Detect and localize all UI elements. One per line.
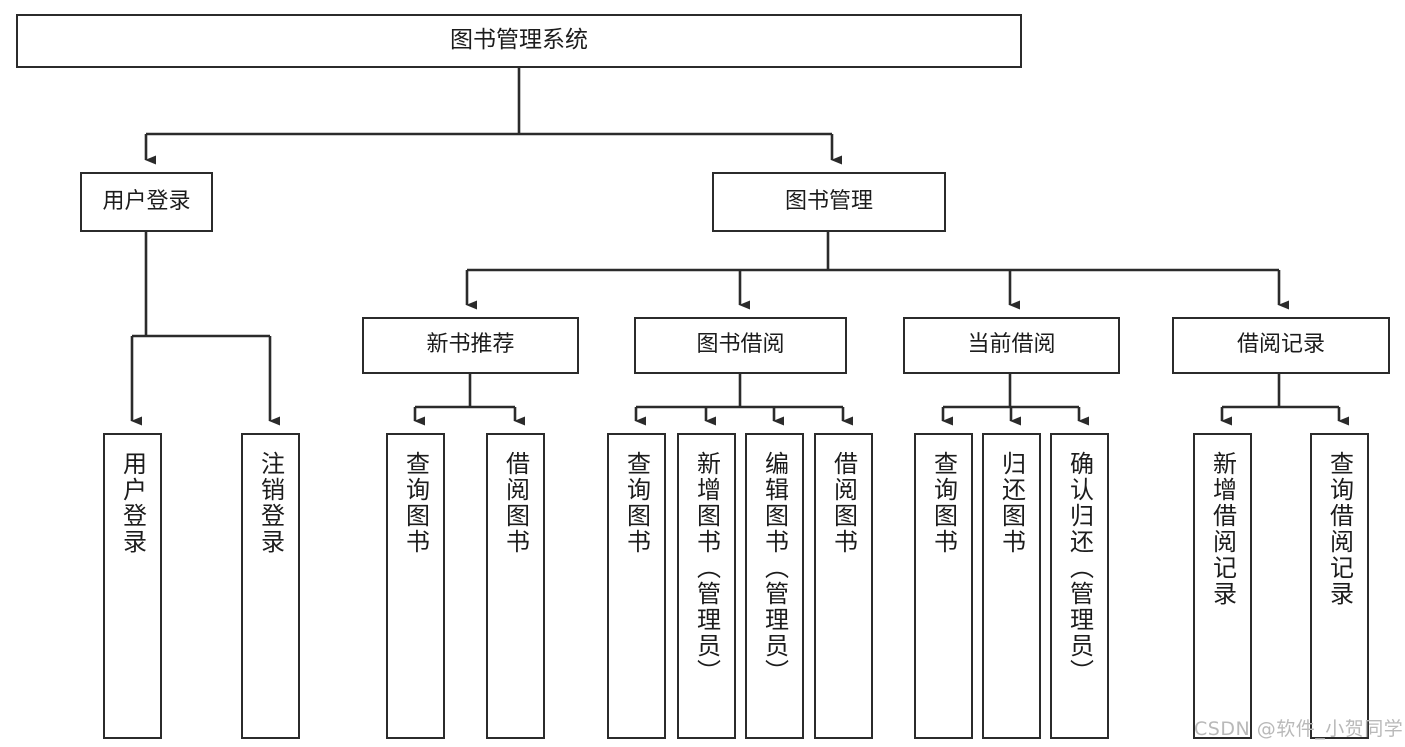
leaf-record-add-borrow-record[interactable]: 新增借阅记录	[1193, 433, 1252, 739]
node-label: 图书管理	[784, 188, 873, 214]
leaf-user-login-login[interactable]: 用户登录	[103, 433, 162, 739]
node-label: 注销登录	[256, 451, 285, 555]
node-label: 查询借阅记录	[1325, 451, 1354, 607]
node-new-book-recommend[interactable]: 新书推荐	[362, 317, 579, 374]
node-book-management[interactable]: 图书管理	[712, 172, 946, 232]
node-label: 借阅记录	[1236, 332, 1325, 358]
node-label: 用户登录	[102, 188, 191, 214]
node-label: 图书管理系统	[450, 27, 588, 54]
leaf-borrow-borrow-book[interactable]: 借阅图书	[814, 433, 873, 739]
leaf-borrow-query-book[interactable]: 查询图书	[607, 433, 666, 739]
node-label: 新增图书（管理员）	[692, 451, 721, 685]
node-label: 查询图书	[929, 451, 958, 555]
leaf-borrow-add-book-admin[interactable]: 新增图书（管理员）	[677, 433, 736, 739]
node-label: 新增借阅记录	[1208, 451, 1237, 607]
node-label: 借阅图书	[829, 451, 858, 555]
node-label: 确认归还（管理员）	[1065, 451, 1094, 685]
node-root-library-system[interactable]: 图书管理系统	[16, 14, 1022, 68]
leaf-current-query-book[interactable]: 查询图书	[914, 433, 973, 739]
node-label: 用户登录	[118, 451, 147, 555]
leaf-record-query-borrow-record[interactable]: 查询借阅记录	[1310, 433, 1369, 739]
node-borrow-record[interactable]: 借阅记录	[1172, 317, 1390, 374]
leaf-borrow-edit-book-admin[interactable]: 编辑图书（管理员）	[745, 433, 804, 739]
node-user-login[interactable]: 用户登录	[80, 172, 213, 232]
node-label: 借阅图书	[501, 451, 530, 555]
node-label: 图书借阅	[696, 332, 785, 358]
node-label: 编辑图书（管理员）	[760, 451, 789, 685]
node-label: 归还图书	[997, 451, 1026, 555]
csdn-watermark: CSDN @软件_小贺同学	[1194, 718, 1404, 740]
leaf-user-login-logout[interactable]: 注销登录	[241, 433, 300, 739]
node-book-borrow[interactable]: 图书借阅	[634, 317, 847, 374]
leaf-current-confirm-return-admin[interactable]: 确认归还（管理员）	[1050, 433, 1109, 739]
node-label: 当前借阅	[967, 332, 1056, 358]
node-label: 新书推荐	[426, 332, 515, 358]
node-current-borrow[interactable]: 当前借阅	[903, 317, 1120, 374]
node-label: 查询图书	[401, 451, 430, 555]
leaf-current-return-book[interactable]: 归还图书	[982, 433, 1041, 739]
leaf-recommend-borrow-book[interactable]: 借阅图书	[486, 433, 545, 739]
leaf-recommend-query-book[interactable]: 查询图书	[386, 433, 445, 739]
node-label: 查询图书	[622, 451, 651, 555]
